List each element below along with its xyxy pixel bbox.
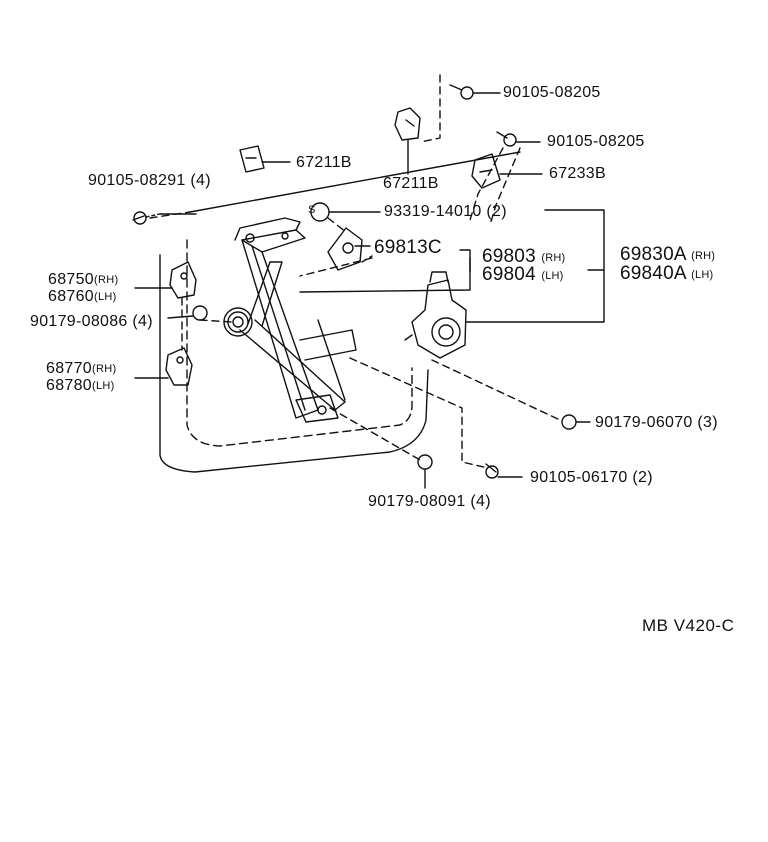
part-number: 93319-14010 xyxy=(384,203,482,220)
bracket-68770 xyxy=(165,347,193,386)
label-68750: 68750(RH) xyxy=(48,272,118,288)
part-number: 69830A xyxy=(620,244,686,265)
nut-90179-06070 xyxy=(561,414,577,430)
label-67233B: 67233B xyxy=(549,165,606,182)
label-69813C: 69813C xyxy=(374,237,442,258)
side-rh: (RH) xyxy=(541,252,566,264)
label-69830A: 69830A (RH) xyxy=(620,245,715,264)
nut-90179-08091 xyxy=(417,454,433,470)
side-rh: (RH) xyxy=(94,274,119,286)
part-number: 90179-08091 xyxy=(368,493,466,510)
label-68770: 68770(RH) xyxy=(46,361,116,377)
bolt-90105-08291 xyxy=(132,211,161,225)
part-number: 68760 xyxy=(48,288,94,305)
label-90105-06170: 90105-06170 (2) xyxy=(530,470,653,486)
part-number: 90179-08086 xyxy=(30,313,128,330)
window-frame-line xyxy=(189,151,521,213)
part-number: 68770 xyxy=(46,360,92,377)
side-lh: (LH) xyxy=(94,291,117,303)
side-rh: (RH) xyxy=(691,250,716,262)
part-number: 69804 xyxy=(482,264,536,285)
window-frame-dashed xyxy=(149,211,191,219)
label-69804: 69804 (LH) xyxy=(482,265,564,284)
bolt-90105-06170 xyxy=(485,463,499,479)
part-number: 68750 xyxy=(48,271,94,288)
side-rh: (RH) xyxy=(92,363,117,375)
reference-dashed-lines xyxy=(181,74,561,469)
door-panel-inner-dashed xyxy=(186,239,413,447)
bracket-67211B-left xyxy=(239,145,265,173)
quantity: (4) xyxy=(190,172,211,189)
quantity: (2) xyxy=(632,469,653,486)
part-number: 90179-06070 xyxy=(595,414,693,431)
part-number: 69840A xyxy=(620,263,686,284)
bracket-68750 xyxy=(169,261,197,299)
side-lh: (LH) xyxy=(92,380,115,392)
side-lh: (LH) xyxy=(541,270,564,282)
plate-69813C xyxy=(327,227,373,271)
label-90105-08205-top: 90105-08205 xyxy=(503,84,601,101)
quantity: (2) xyxy=(486,203,507,220)
label-69803: 69803 (RH) xyxy=(482,247,565,266)
quantity: (4) xyxy=(132,313,153,330)
bolt-90105-08205-mid xyxy=(496,131,517,147)
leader-lines xyxy=(134,92,605,489)
label-68760: 68760(LH) xyxy=(48,289,117,305)
part-number: 69803 xyxy=(482,246,536,267)
label-90179-06070: 90179-06070 (3) xyxy=(595,415,718,431)
bracket-67233B xyxy=(471,153,501,189)
regulator-bottom-bracket xyxy=(295,394,339,423)
label-68780: 68780(LH) xyxy=(46,378,115,394)
part-number: 90105-08291 xyxy=(88,172,186,189)
label-93319-14010: 93319-14010 (2) xyxy=(384,204,507,220)
bolt-90105-08205-top xyxy=(449,84,474,100)
bracket-67211B-top xyxy=(394,107,421,141)
label-90179-08086: 90179-08086 (4) xyxy=(30,314,153,330)
label-67211B-left: 67211B xyxy=(296,154,352,171)
quantity: (4) xyxy=(470,493,491,510)
quantity: (3) xyxy=(697,414,718,431)
label-69840A: 69840A (LH) xyxy=(620,264,713,283)
diagram-code: MB V420-C xyxy=(642,616,735,635)
label-67211B-bottom: 67211B xyxy=(383,175,439,192)
door-panel-outline xyxy=(159,254,429,473)
label-90105-08205-mid: 90105-08205 xyxy=(547,133,645,150)
part-number: 90105-06170 xyxy=(530,469,628,486)
nut-90179-08086 xyxy=(192,305,208,321)
s-symbol: S xyxy=(308,204,316,216)
label-90105-08291: 90105-08291 (4) xyxy=(88,173,211,189)
side-lh: (LH) xyxy=(691,269,714,281)
regulator-cross-arm xyxy=(239,319,346,411)
motor-assembly xyxy=(404,271,467,359)
label-90179-08091: 90179-08091 (4) xyxy=(368,494,491,510)
part-number: 68780 xyxy=(46,377,92,394)
